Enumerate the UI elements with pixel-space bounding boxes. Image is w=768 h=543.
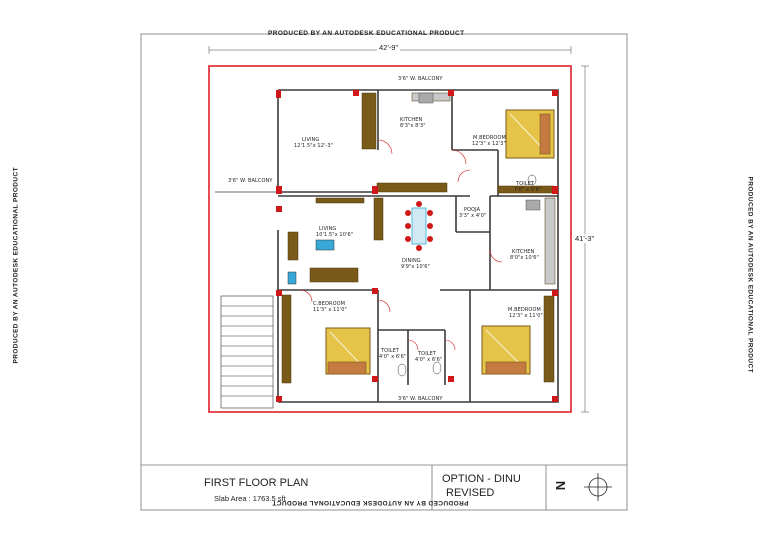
dining-size: 9'9"x 10'6" [401, 264, 430, 270]
toilet-fixtures [397, 174, 537, 377]
height-dimension: 41'-3" [575, 234, 595, 243]
mbed-bottom-size: 12'3" x 11'0" [509, 313, 543, 319]
slab-area: Slab Area : 1763.5 sft [214, 494, 286, 503]
width-dimension: 42'-9" [377, 43, 401, 52]
toilet-b2-size: 4'0" x 6'6" [415, 357, 443, 363]
mbed-bottom-name: M.BEDROOM [508, 307, 541, 313]
watermark-top: PRODUCED BY AN AUTODESK EDUCATIONAL PROD… [268, 30, 465, 37]
north-arrow [584, 473, 612, 501]
toilet-top-name: TOILET [516, 181, 535, 187]
toilet-b2-name: TOILET [418, 351, 437, 357]
dining-name: DINING [402, 258, 421, 264]
toilet-b1-name: TOILET [381, 348, 400, 354]
balcony-top-label: 3'6" W. BALCONY [398, 76, 443, 82]
mbed-top-size: 12'3" x 12'3" [472, 141, 506, 147]
kitchen-top-size: 8'3"x 8'3" [400, 123, 426, 129]
living-top-name: LIVING [302, 137, 320, 143]
option-label: OPTION - DINU [442, 473, 521, 485]
north-label: N [553, 480, 569, 491]
pooja-size: 3'3" x 4'0" [459, 213, 487, 219]
watermark-bottom: PRODUCED BY AN AUTODESK EDUCATIONAL PROD… [272, 499, 469, 506]
staircase [220, 295, 274, 409]
balcony-left-label: 3'6" W. BALCONY [228, 178, 273, 184]
living-mid-name: LIVING [319, 226, 337, 232]
bed-cbed [325, 327, 371, 375]
cbed-size: 11'3" x 11'0" [313, 307, 347, 313]
watermark-left: PRODUCED BY AN AUTODESK EDUCATIONAL PROD… [12, 167, 20, 364]
mbed-top-name: M.BEDROOM [473, 135, 506, 141]
kitchen-mid-size: 8'0"x 10'6" [510, 255, 539, 261]
balcony-bottom-label: 3'6" W. BALCONY [398, 396, 443, 402]
cbed-name: C.BEDROOM [313, 301, 346, 307]
dining-table [405, 201, 433, 251]
living-mid-size: 10'1.5"x 10'6" [316, 232, 354, 238]
kitchen-mid-name: KITCHEN [512, 249, 535, 255]
plan-title: FIRST FLOOR PLAN [204, 477, 309, 489]
living-top-size: 12'1.5"x 12'-3" [294, 143, 334, 149]
toilet-top-size: 7'0" x 5'6" [514, 187, 542, 193]
kitchen-top-name: KITCHEN [400, 117, 423, 123]
toilet-b1-size: 4'0" x 6'6" [379, 354, 407, 360]
openings [276, 90, 558, 402]
pooja-name: POOJA [464, 207, 481, 213]
bed-mbed-bottom [481, 325, 531, 375]
bed-top [505, 109, 555, 159]
revised-label: REVISED [446, 487, 495, 499]
watermark-right: PRODUCED BY AN AUTODESK EDUCATIONAL PROD… [746, 176, 754, 373]
